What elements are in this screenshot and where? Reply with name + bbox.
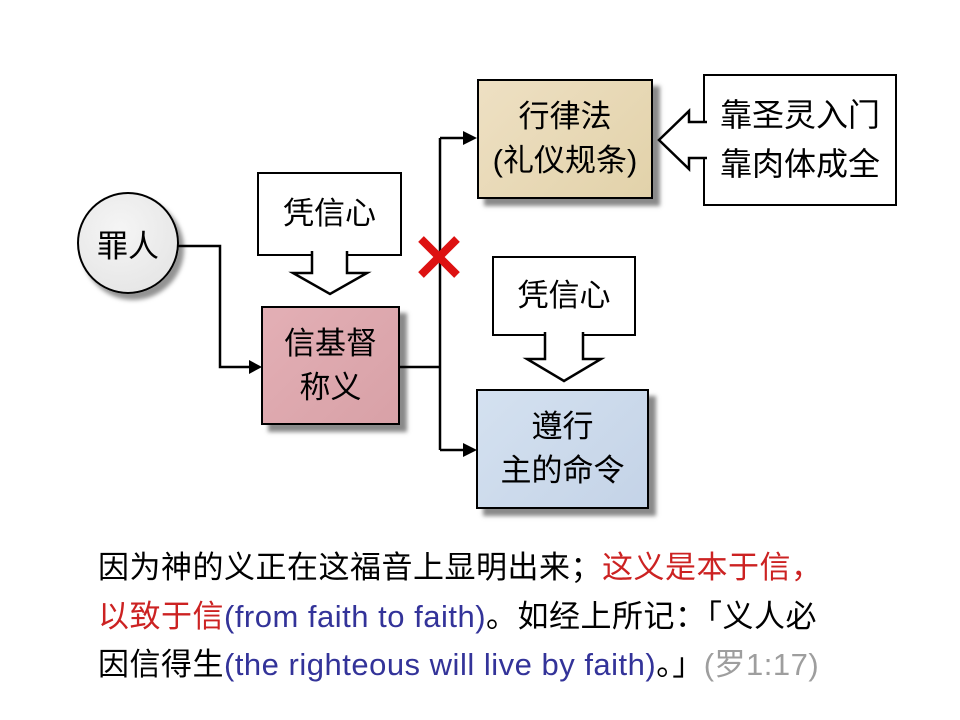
believe-christ-line2: 称义 [299, 369, 362, 405]
quote-line2-blue: (from faith to faith) [224, 598, 487, 634]
down-block-arrow-bottom-fill [527, 331, 601, 381]
connector-sinner-to-believe [177, 244, 250, 369]
scripture-quote: 因为神的义正在这福音上显明出来；这义是本于信， 以致于信(from faith … [98, 544, 823, 690]
quote-line1-black: 因为神的义正在这福音上显明出来； [98, 550, 602, 585]
down-block-arrow-top-icon [288, 251, 372, 296]
down-block-arrow-bottom-icon [522, 332, 606, 383]
quote-line2-red: 以致于信 [98, 598, 224, 634]
by-faith-bottom-box: 凭信心 [492, 256, 636, 336]
sinner-label: 罪人 [97, 228, 159, 264]
left-block-arrow-icon [657, 108, 707, 172]
quote-line-1: 因为神的义正在这福音上显明出来；这义是本于信， [98, 544, 823, 593]
keep-law-line2: (礼仪规条) [492, 143, 638, 178]
believe-christ-box: 信基督 称义 [261, 306, 400, 425]
arrowhead-into-law-icon [463, 131, 477, 145]
arrowhead-into-obey-icon [463, 443, 477, 457]
obey-commands-line1: 遵行 [531, 409, 594, 444]
quote-line3-reference: (罗1:17) [703, 647, 820, 682]
obey-commands-line2: 主的命令 [500, 453, 625, 488]
quote-line3-blue: (the righteous will live by faith) [224, 647, 657, 682]
believe-christ-line1: 信基督 [284, 325, 377, 361]
quote-line2-black: 。如经上所记：「义人必 [486, 598, 818, 634]
quote-line-3: 因信得生(the righteous will live by faith)。」… [98, 641, 823, 690]
quote-line1-red: 这义是本于信， [602, 550, 823, 585]
by-faith-top-label: 凭信心 [283, 196, 376, 231]
quote-line3-black1: 因信得生 [98, 647, 224, 682]
red-cross-icon [418, 236, 460, 278]
by-faith-top-box: 凭信心 [257, 172, 402, 256]
spirit-flesh-line2: 靠肉体成全 [719, 146, 880, 182]
keep-law-line1: 行律法 [518, 99, 612, 134]
left-block-arrow-fill [659, 111, 707, 169]
keep-law-box: 行律法 (礼仪规条) [477, 79, 653, 199]
spirit-flesh-line1: 靠圣灵入门 [719, 97, 880, 133]
obey-commands-box: 遵行 主的命令 [476, 389, 649, 509]
by-faith-bottom-label: 凭信心 [517, 278, 611, 313]
sinner-node: 罪人 [77, 192, 179, 294]
down-block-arrow-top-fill [293, 250, 367, 294]
quote-line-2: 以致于信(from faith to faith)。如经上所记：「义人必 [98, 593, 823, 642]
quote-line3-black2: 。」 [656, 647, 704, 682]
spirit-flesh-box: 靠圣灵入门 靠肉体成全 [703, 74, 897, 206]
